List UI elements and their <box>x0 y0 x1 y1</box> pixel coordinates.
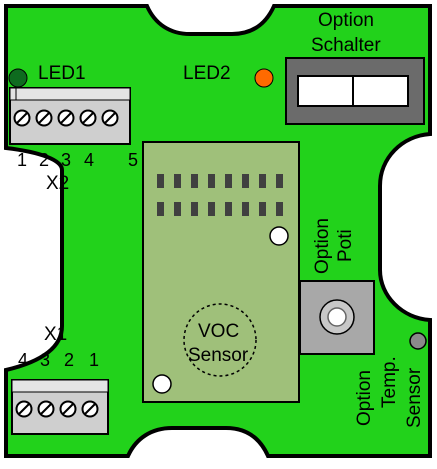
x2-pin-3: 3 <box>61 150 72 170</box>
terminal-screws-x2 <box>13 109 119 127</box>
option-poti-label-2: Poti <box>335 229 356 262</box>
temp-sensor <box>409 332 427 350</box>
option-switch-label-1: Option <box>318 10 374 31</box>
temp-label-2: Temp. <box>379 356 400 408</box>
x2-pin-1: 1 <box>17 150 28 170</box>
mount-hole-top <box>269 226 289 246</box>
option-switch-label-2: Schalter <box>311 35 381 56</box>
x1-label: X1 <box>44 324 68 345</box>
voc-label-2: Sensor <box>188 345 249 366</box>
led2-label: LED2 <box>183 63 231 84</box>
x1-pin-1: 1 <box>89 350 100 370</box>
voc-sensor-board <box>142 141 300 403</box>
mount-hole-bottom <box>152 374 172 394</box>
led2-indicator <box>254 68 274 88</box>
sensor-pin-rows <box>157 174 283 216</box>
x2-pin-4: 4 <box>84 150 95 170</box>
option-switch <box>285 57 425 125</box>
terminal-screws-x1 <box>15 400 99 418</box>
led1-label: LED1 <box>38 63 86 84</box>
x2-pin-5: 5 <box>128 150 139 170</box>
temp-label-3: Sensor <box>404 367 425 428</box>
x2-pin-2: 2 <box>39 150 50 170</box>
x1-pin-2: 2 <box>64 350 75 370</box>
temp-label-1: Option <box>354 370 375 426</box>
x1-pin-4: 4 <box>18 350 29 370</box>
x1-pin-3: 3 <box>40 350 51 370</box>
voc-label-1: VOC <box>198 321 240 342</box>
voc-sensor-element <box>183 303 257 377</box>
x2-label: X2 <box>46 173 70 194</box>
option-poti-label-1: Option <box>312 218 333 274</box>
option-potentiometer <box>299 280 375 355</box>
led1-indicator <box>8 68 28 88</box>
